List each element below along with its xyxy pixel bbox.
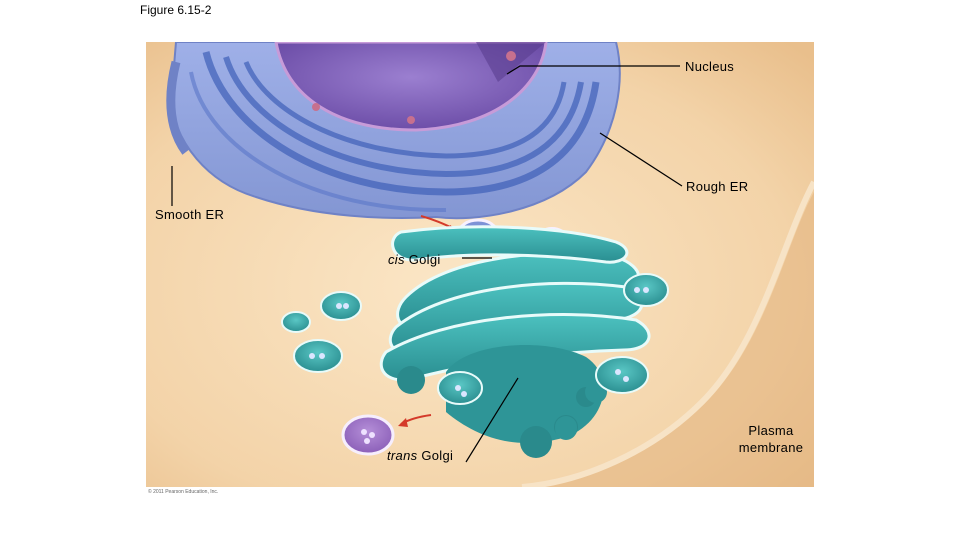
rough-er-label: Rough ER xyxy=(686,179,749,194)
smooth-er-label: Smooth ER xyxy=(155,207,225,222)
plasma-membrane xyxy=(521,180,814,487)
plasma-membrane-line1: Plasma xyxy=(748,423,794,438)
cis-golgi-suffix: Golgi xyxy=(408,252,441,267)
nucleus-label: Nucleus xyxy=(685,59,735,74)
cis-golgi-prefix: cis xyxy=(388,252,405,267)
trans-golgi-prefix: trans xyxy=(387,448,418,463)
golgi-vesicles xyxy=(281,273,669,405)
nucleus xyxy=(274,42,548,132)
copyright-notice: © 2011 Pearson Education, Inc. xyxy=(148,489,219,495)
secretory-vesicle xyxy=(341,414,395,456)
figure-title: Figure 6.15-2 xyxy=(140,3,212,17)
plasma-membrane-line2: membrane xyxy=(738,440,804,455)
trans-golgi-label: trans Golgi xyxy=(387,448,453,463)
golgi-apparatus xyxy=(379,225,651,458)
plasma-membrane-label: Plasma membrane xyxy=(731,422,811,456)
illustration-panel xyxy=(146,42,814,487)
cis-golgi-label: cis Golgi xyxy=(388,252,441,267)
cell-illustration xyxy=(146,42,814,487)
trans-golgi-suffix: Golgi xyxy=(421,448,454,463)
